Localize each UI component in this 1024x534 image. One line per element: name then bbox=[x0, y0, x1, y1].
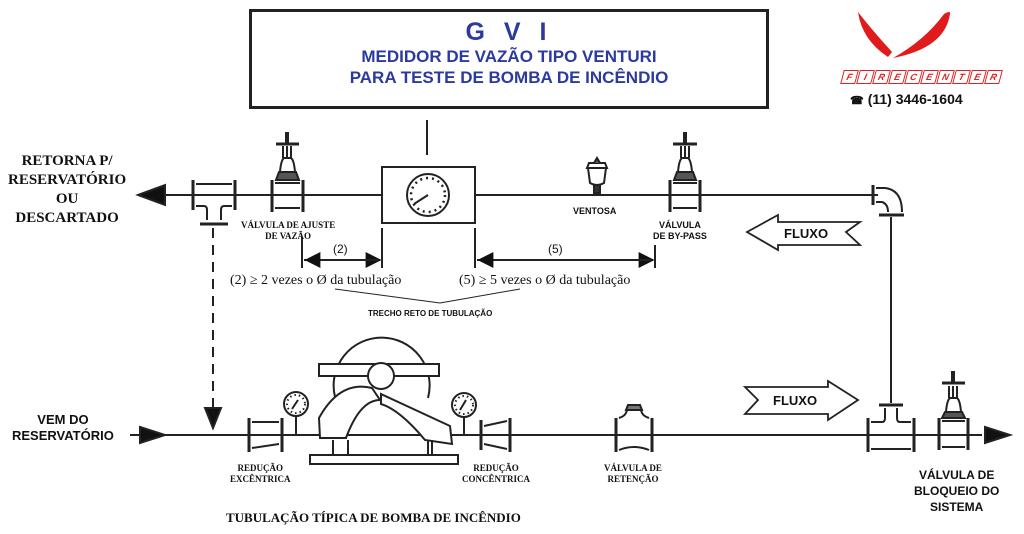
adjust-valve-icon bbox=[270, 132, 305, 212]
fire-pump-icon bbox=[309, 336, 459, 465]
return-label-line: RESERVATÓRIO bbox=[8, 172, 127, 188]
elbow-fitting-icon bbox=[871, 185, 904, 217]
return-arrow-icon bbox=[135, 183, 166, 207]
title-line-2: PARA TESTE DE BOMBA DE INCÊNDIO bbox=[349, 68, 669, 87]
eccentric-reducer-label: REDUÇÃO EXCÊNTRICA bbox=[230, 463, 291, 485]
flow-label-bottom: FLUXO bbox=[773, 393, 818, 408]
concentric-reducer-label: REDUÇÃO CONCÊNTRICA bbox=[462, 463, 530, 485]
block-valve-label: VÁLVULA DE BLOQUEIO DO SISTEMA bbox=[914, 467, 999, 515]
venturi-meter-body bbox=[381, 166, 476, 224]
label-line: CONCÊNTRICA bbox=[462, 474, 531, 484]
concentric-reducer-icon bbox=[479, 418, 512, 452]
straight-run-label: TRECHO RETO DE TUBULAÇÃO bbox=[368, 309, 493, 318]
label-line: BLOQUEIO DO bbox=[914, 484, 1000, 498]
firecenter-logo-icon bbox=[858, 12, 951, 58]
note-2-diameters: (2) ≥ 2 vezes o Ø da tubulação bbox=[230, 273, 402, 288]
check-valve-label: VÁLVULA DE RETENÇÃO bbox=[604, 463, 662, 485]
label-line: RETENÇÃO bbox=[607, 474, 659, 484]
bypass-valve-label: VÁLVULA DE BY-PASS bbox=[653, 220, 707, 242]
dimension-5-label: (5) bbox=[548, 242, 563, 256]
down-arrow-icon bbox=[203, 407, 223, 431]
label-line: VÁLVULA DE bbox=[604, 463, 662, 473]
label-line: DE BY-PASS bbox=[653, 231, 707, 241]
air-valve-icon bbox=[585, 156, 609, 194]
tee-fitting-icon bbox=[191, 180, 237, 226]
check-valve-icon bbox=[614, 404, 654, 452]
label-line: REDUÇÃO bbox=[237, 463, 284, 473]
telephone-icon: ☎ bbox=[850, 95, 864, 107]
flow-label-top: FLUXO bbox=[784, 226, 829, 241]
product-code: G V I bbox=[465, 18, 553, 46]
eccentric-reducer-icon bbox=[247, 418, 284, 452]
footer-caption: TUBULAÇÃO TÍPICA DE BOMBA DE INCÊNDIO bbox=[226, 510, 521, 525]
return-label-line: RETORNA P/ bbox=[21, 153, 113, 169]
adjust-valve-label: VÁLVULA DE AJUSTE DE VAZÃO bbox=[241, 220, 335, 242]
label-line: VÁLVULA bbox=[659, 220, 701, 230]
title-line-1: MEDIDOR DE VAZÃO TIPO VENTURI bbox=[361, 47, 657, 66]
flow-arrow-right-icon bbox=[742, 379, 860, 422]
block-valve-icon bbox=[937, 371, 970, 450]
bottom-tee-icon bbox=[866, 403, 916, 452]
flow-arrow-left-icon bbox=[745, 213, 863, 252]
title-box: G V I MEDIDOR DE VAZÃO TIPO VENTURI PARA… bbox=[249, 9, 769, 109]
inlet-label: VEM DO RESERVATÓRIO bbox=[12, 412, 114, 444]
label-line: REDUÇÃO bbox=[473, 463, 519, 473]
label-line: VÁLVULA DE bbox=[919, 468, 995, 482]
label-line: SISTEMA bbox=[930, 500, 984, 514]
return-label-line: DESCARTADO bbox=[15, 210, 119, 226]
label-line: DE VAZÃO bbox=[265, 231, 312, 241]
brand-letter: R bbox=[984, 70, 1003, 84]
note-5-diameters: (5) ≥ 5 vezes o Ø da tubulação bbox=[459, 273, 631, 288]
label-line: RESERVATÓRIO bbox=[12, 428, 114, 443]
meter-dial-icon bbox=[406, 173, 450, 217]
return-label: RETORNA P/ RESERVATÓRIO OU DESCARTADO bbox=[8, 152, 126, 228]
return-label-line: OU bbox=[55, 191, 79, 207]
outlet-arrow-icon bbox=[984, 425, 1014, 445]
label-line: VÁLVULA DE AJUSTE bbox=[241, 220, 336, 230]
label-line: VEM DO bbox=[37, 412, 89, 427]
air-valve-label: VENTOSA bbox=[573, 206, 617, 216]
bypass-valve-icon bbox=[668, 132, 702, 212]
dimension-2-label: (2) bbox=[333, 242, 348, 256]
phone-text: (11) 3446-1604 bbox=[867, 91, 963, 107]
inlet-arrow-icon bbox=[139, 425, 169, 445]
label-line: EXCÊNTRICA bbox=[230, 474, 291, 484]
phone-number: ☎(11) 3446-1604 bbox=[850, 91, 963, 107]
